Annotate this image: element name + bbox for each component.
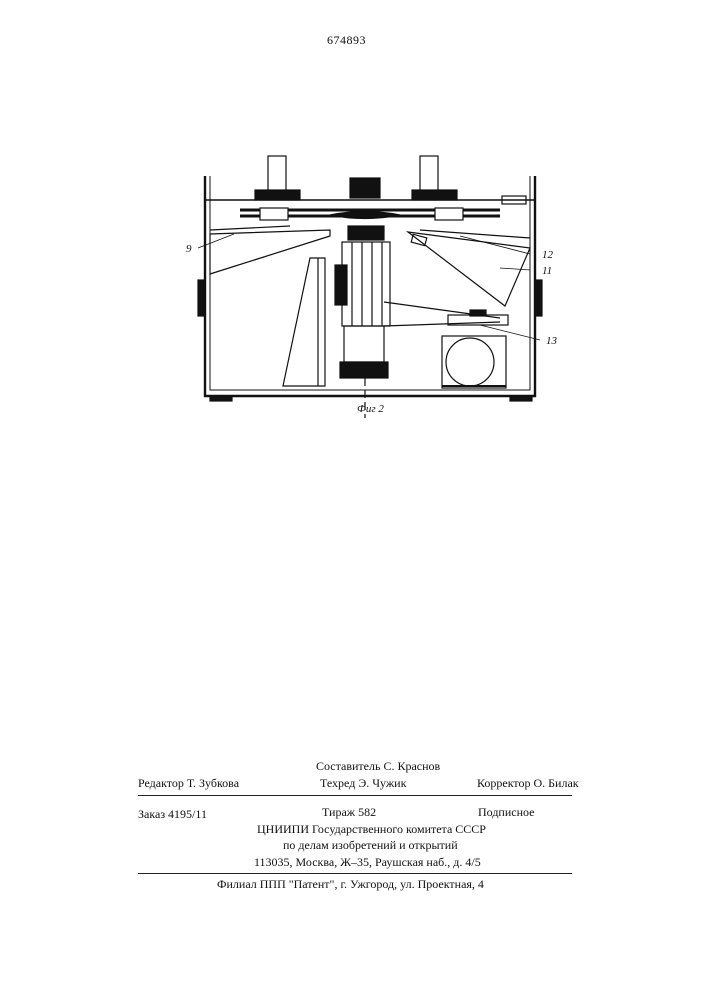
compiler-credit: Составитель С. Краснов	[316, 759, 440, 774]
divider-bottom	[138, 873, 572, 874]
technical-drawing: 9 12 11 13 Фиг 2	[180, 150, 560, 430]
subscription: Подписное	[478, 805, 535, 820]
institute: ЦНИИПИ Государственного комитета СССР	[257, 822, 486, 837]
callout-11: 11	[542, 265, 552, 277]
committee: по делам изобретений и открытий	[283, 838, 458, 853]
figure-caption: Фиг 2	[357, 403, 384, 415]
tech-editor-credit: Техред Э. Чужик	[320, 776, 406, 791]
branch-address: Филиал ППП "Патент", г. Ужгород, ул. Про…	[217, 877, 484, 892]
callout-9: 9	[186, 243, 192, 255]
callout-13: 13	[546, 335, 558, 347]
address: 113035, Москва, Ж–35, Раушская наб., д. …	[254, 855, 481, 870]
divider-top	[138, 795, 572, 796]
corrector-credit: Корректор О. Билак	[477, 776, 579, 791]
circulation: Тираж 582	[322, 805, 376, 820]
callout-12: 12	[542, 249, 554, 261]
order-number: Заказ 4195/11	[138, 807, 207, 822]
patent-number: 674893	[327, 33, 366, 48]
editor-credit: Редактор Т. Зубкова	[138, 776, 239, 791]
